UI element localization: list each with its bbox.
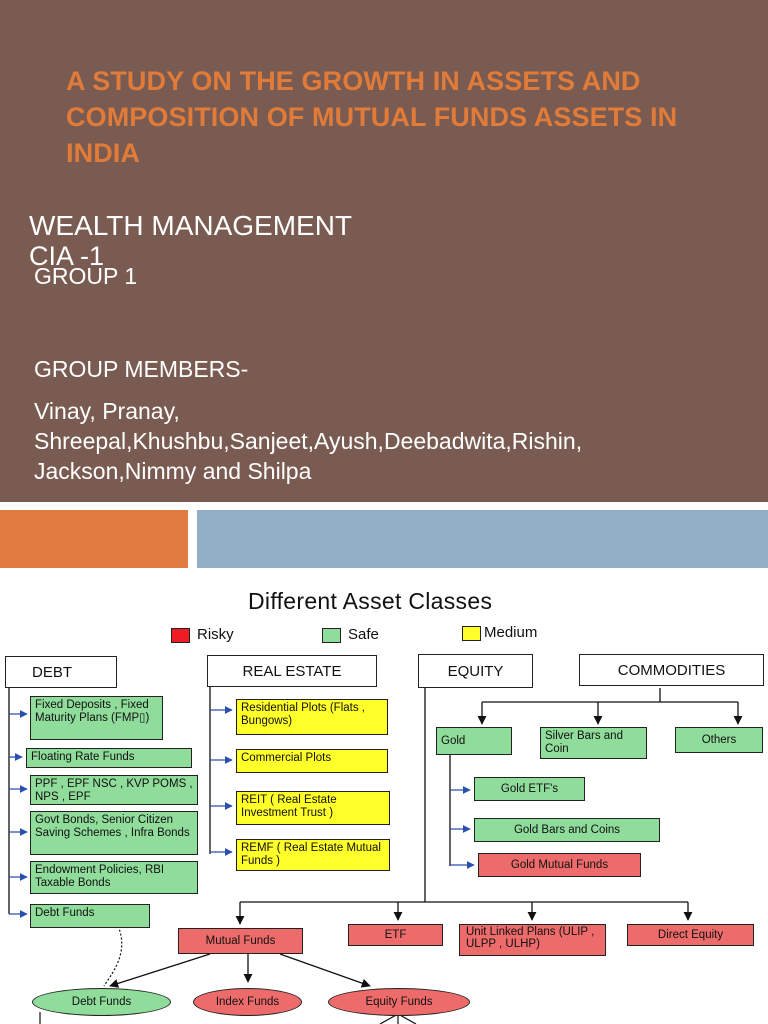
slide-cia-label: CIA -1 (29, 241, 105, 271)
group-members-list: Vinay, Pranay, Shreepal,Khushbu,Sanjeet,… (34, 398, 583, 484)
slide-title: A STUDY ON THE GROWTH IN ASSETS AND COMP… (66, 66, 678, 168)
category-equity: EQUITY (418, 654, 533, 688)
legend-label-medium: Medium (484, 624, 538, 641)
legend-swatch-medium (462, 626, 481, 641)
category-commodities: COMMODITIES (579, 654, 764, 686)
title-slide: A STUDY ON THE GROWTH IN ASSETS AND COMP… (0, 0, 768, 502)
equity-direct: Direct Equity (627, 924, 754, 946)
debt-item-floating-rate: Floating Rate Funds (26, 748, 192, 768)
slide-divider-strip (0, 502, 768, 584)
mf-equity-funds: Equity Funds (328, 988, 470, 1016)
diagram-title: Different Asset Classes (248, 588, 493, 614)
legend-swatch-risky (171, 628, 190, 643)
equity-ulip: Unit Linked Plans (ULIP , ULPP , ULHP) (459, 924, 606, 956)
equity-mutual-funds: Mutual Funds (178, 928, 303, 954)
connector-lines (8, 687, 743, 1024)
group-members-heading: GROUP MEMBERS- (34, 356, 249, 382)
commodity-others: Others (675, 727, 763, 753)
debt-item-fixed-deposits: Fixed Deposits , Fixed Maturity Plans (F… (30, 696, 163, 740)
equity-etf: ETF (348, 924, 443, 946)
legend-swatch-safe (322, 628, 341, 643)
orange-accent-block (0, 510, 188, 568)
gold-bars-coins: Gold Bars and Coins (474, 818, 660, 842)
commodity-gold: Gold (436, 727, 512, 755)
debt-item-debt-funds: Debt Funds (30, 904, 150, 928)
real-estate-residential-plots: Residential Plots (Flats , Bungows) (236, 699, 388, 735)
mf-debt-funds: Debt Funds (32, 988, 171, 1016)
legend-label-risky: Risky (197, 626, 234, 643)
debt-item-govt-bonds: Govt Bonds, Senior Citizen Saving Scheme… (30, 811, 198, 855)
gold-etf: Gold ETF's (474, 777, 585, 801)
category-debt: DEBT (5, 656, 117, 688)
real-estate-commercial-plots: Commercial Plots (236, 749, 388, 773)
debt-item-ppf-epf: PPF , EPF NSC , KVP POMS , NPS , EPF (30, 775, 198, 805)
debt-item-endowment: Endowment Policies, RBI Taxable Bonds (30, 861, 198, 894)
slide-group-label: GROUP 1 (34, 263, 138, 289)
slide-subtitle: WEALTH MANAGEMENT (29, 210, 353, 241)
real-estate-remf: REMF ( Real Estate Mutual Funds ) (236, 839, 390, 871)
gold-mutual-funds: Gold Mutual Funds (478, 853, 641, 877)
category-real-estate: REAL ESTATE (207, 655, 377, 687)
asset-classes-diagram: Different Asset Classes Risky Safe Mediu… (0, 584, 768, 1024)
commodity-silver: Silver Bars and Coin (540, 727, 647, 759)
blue-accent-block (197, 510, 768, 568)
mf-index-funds: Index Funds (193, 988, 302, 1016)
legend-label-safe: Safe (348, 626, 379, 643)
real-estate-reit: REIT ( Real Estate Investment Trust ) (236, 791, 390, 825)
